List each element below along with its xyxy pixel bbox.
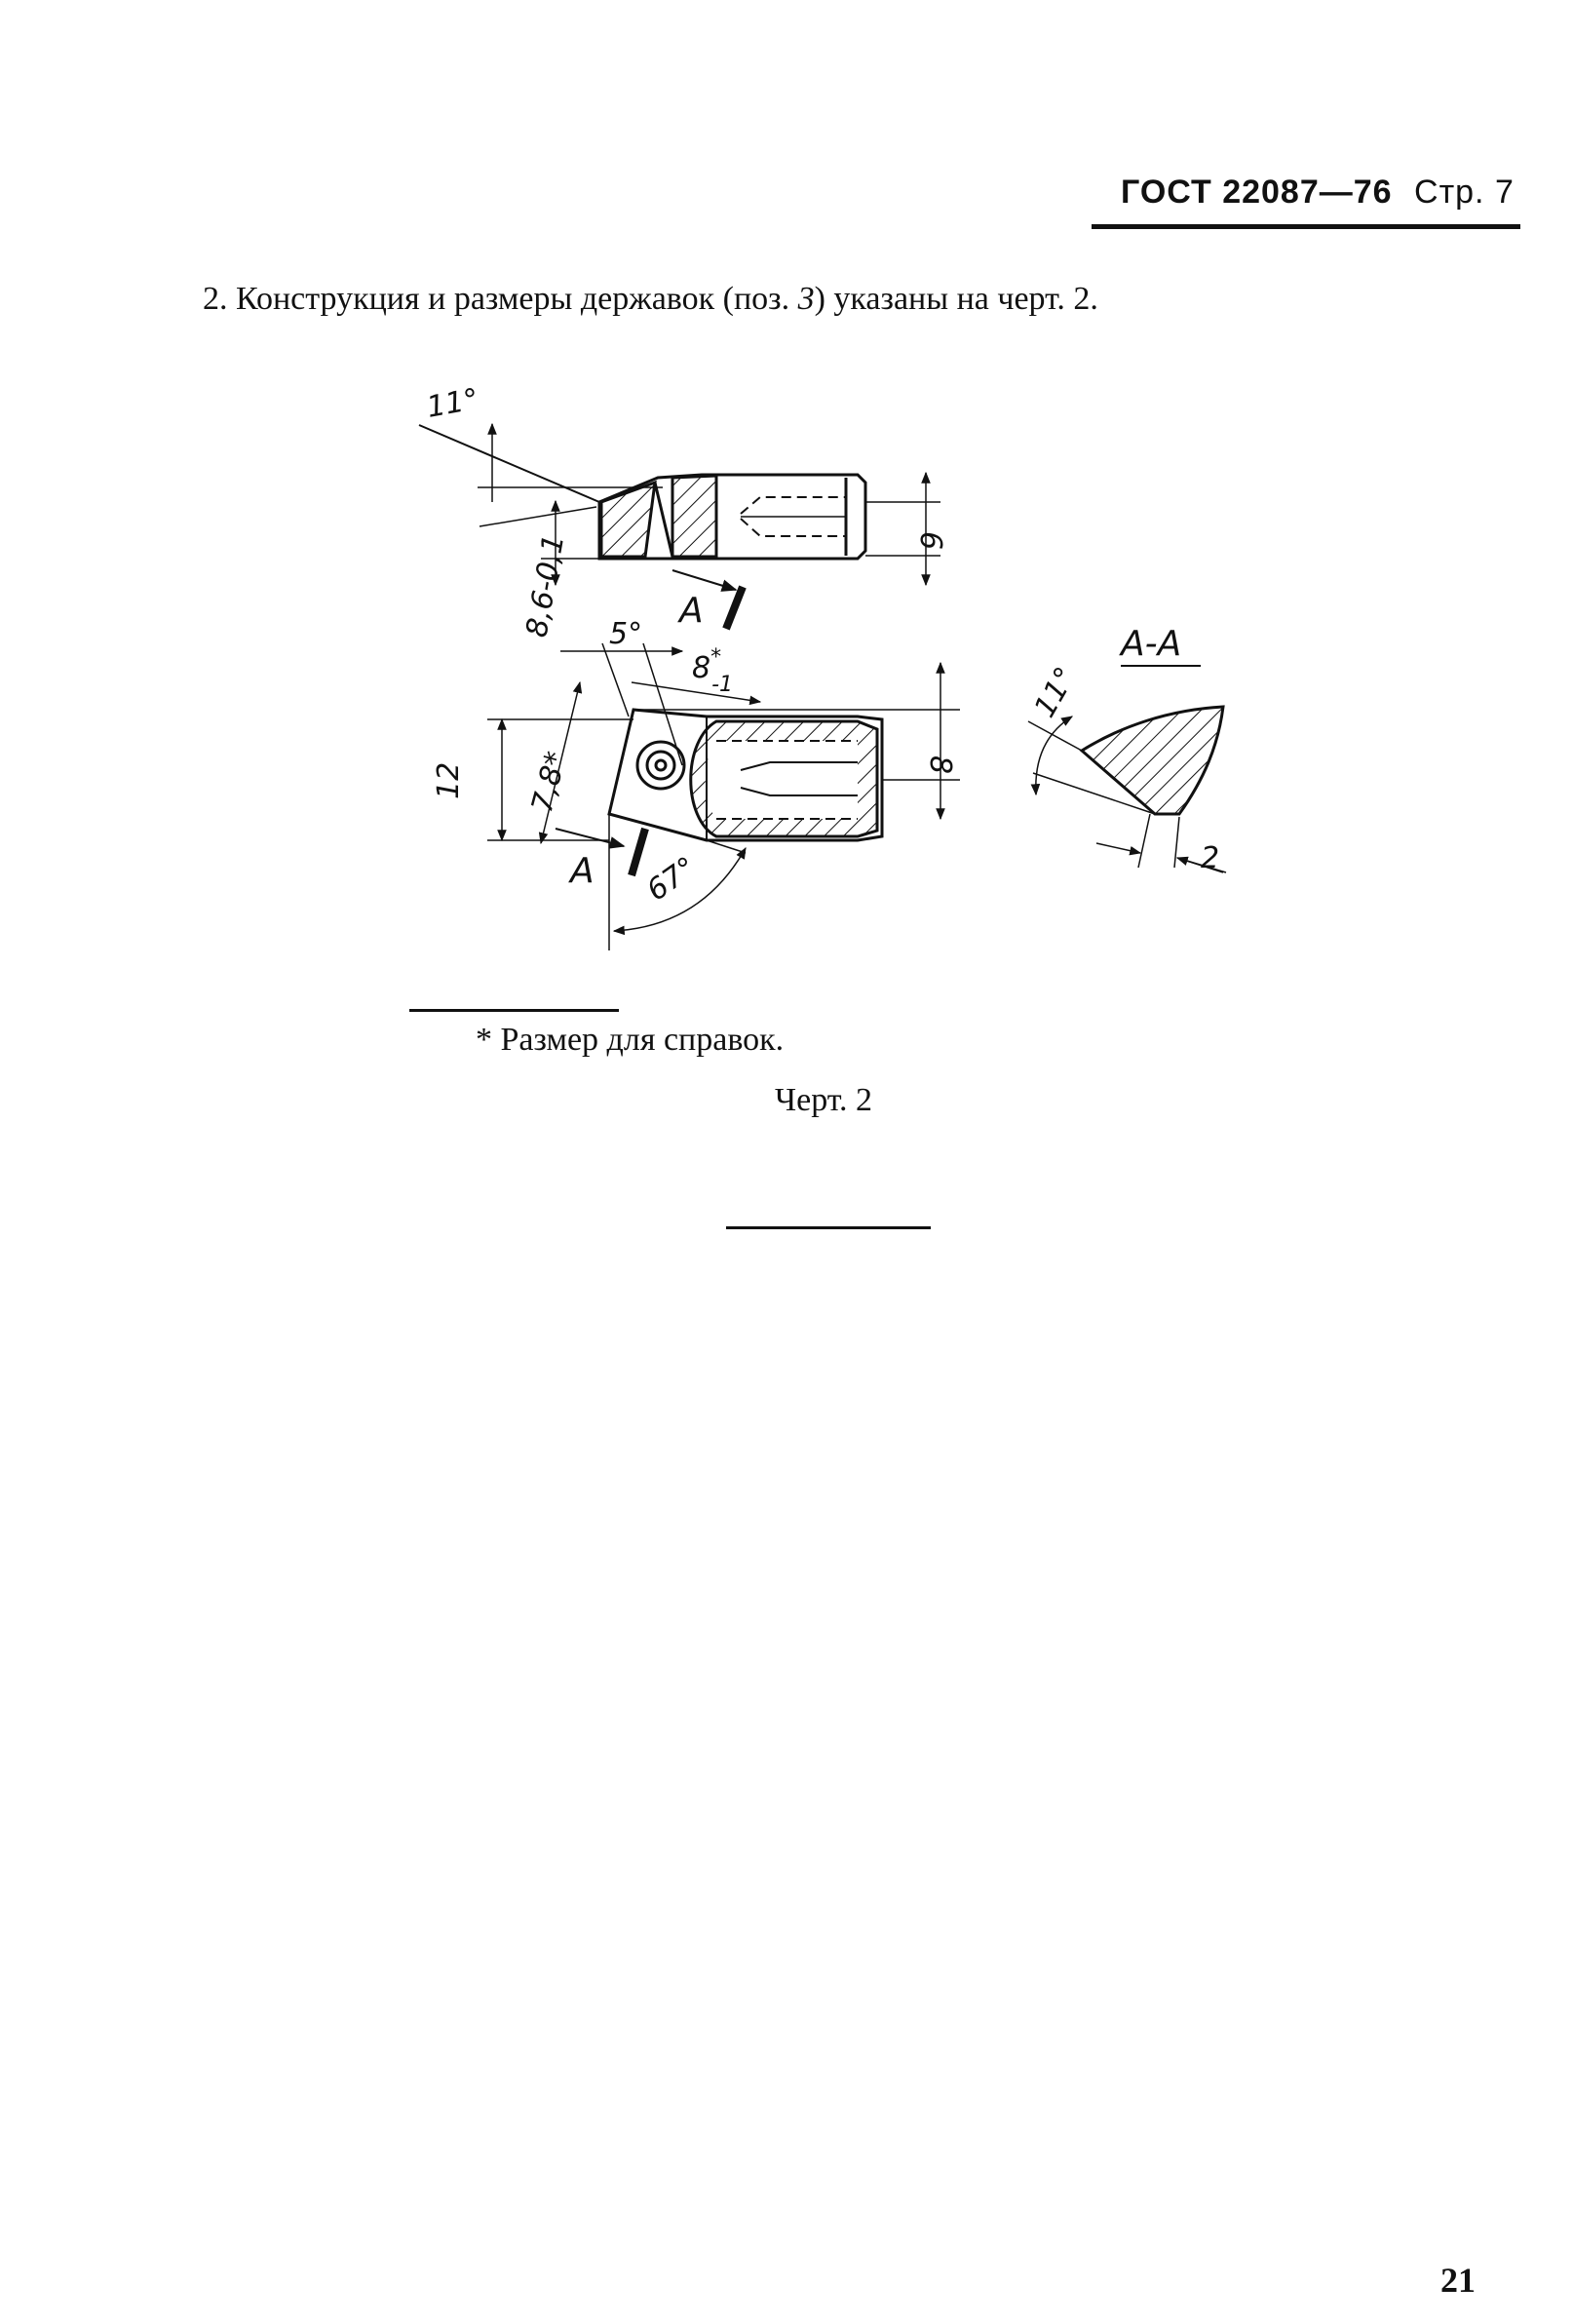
figure-caption: Черт. 2 xyxy=(775,1082,873,1118)
position-reference: 3 xyxy=(797,281,815,317)
holder-plan-outline xyxy=(607,708,884,842)
header-rule xyxy=(1092,224,1520,229)
dim-8-tol-value: 8 xyxy=(692,651,710,685)
dim-8-tol-sub: -1 xyxy=(711,673,733,697)
page-label: Стр. 7 xyxy=(1414,174,1515,211)
technical-drawing: 11° 8,6-0,1 6 A xyxy=(418,382,1227,950)
dim-8-label: 8 xyxy=(923,755,957,774)
clause-text-before: Конструкция и размеры державок (поз. xyxy=(236,281,790,317)
side-hatch-right xyxy=(671,474,718,559)
dim-8-tol-sup: * xyxy=(710,645,721,670)
side-hatch-left xyxy=(599,480,657,559)
clause-paragraph: 2. Конструкция и размеры державок (поз. … xyxy=(203,281,1098,318)
standard-number: ГОСТ 22087—76 xyxy=(1121,174,1393,211)
angle-section-label: 11° xyxy=(1028,661,1084,723)
angle-67-label: 67° xyxy=(641,850,704,908)
holder-side-outline xyxy=(597,473,867,561)
dim-height-top-label: 8,6-0,1 xyxy=(519,532,571,640)
section-a-a-shape xyxy=(1079,705,1225,816)
section-mark-top: A xyxy=(677,591,704,631)
footnote: * Размер для справок. xyxy=(476,1022,785,1058)
dim-6-label: 6 xyxy=(913,531,947,550)
footnote-rule xyxy=(409,1009,619,1012)
angle-5-label: 5° xyxy=(609,617,642,651)
dim-12-label: 12 xyxy=(432,762,466,799)
page-number: 21 xyxy=(1440,2261,1476,2300)
angle-top-label: 11° xyxy=(424,382,480,425)
section-a-a xyxy=(1027,705,1227,873)
section-title: A-A xyxy=(1119,624,1181,664)
holder-side-view xyxy=(418,422,940,631)
holder-plan-view xyxy=(487,642,960,950)
clause-text-after: ) указаны на черт. 2. xyxy=(814,281,1098,317)
clause-number: 2. xyxy=(203,281,228,317)
document-header: ГОСТ 22087—76 Стр. 7 xyxy=(1121,174,1515,212)
dim-7-8-label: 7,8* xyxy=(525,748,574,816)
end-rule xyxy=(726,1226,931,1229)
dim-2-label: 2 xyxy=(1201,841,1219,875)
section-mark-bottom: A xyxy=(568,851,595,891)
dim-8-tol-label: 8* -1 xyxy=(692,645,733,697)
